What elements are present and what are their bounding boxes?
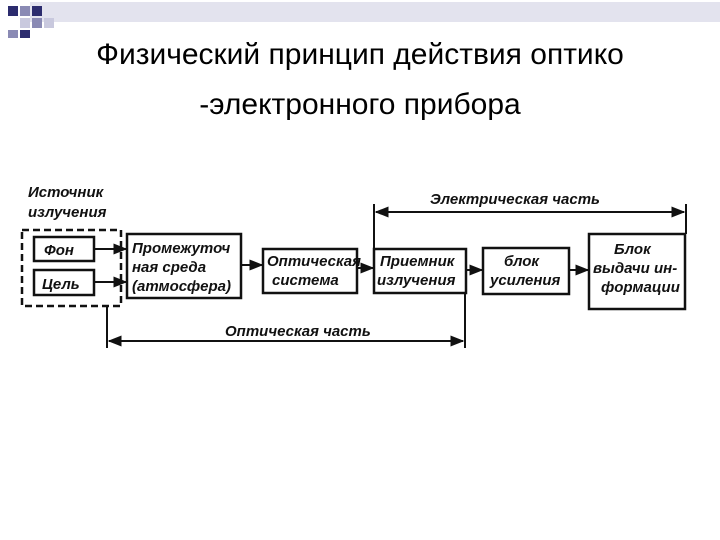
title-line-2: -электронного прибора bbox=[199, 88, 521, 121]
target-label: Цель bbox=[42, 276, 80, 293]
deco-square bbox=[8, 30, 18, 38]
output-label: Блок выдачи ин- формации bbox=[593, 241, 681, 296]
optical-system-line-2: система bbox=[272, 272, 339, 289]
deco-square bbox=[20, 30, 30, 38]
deco-square bbox=[8, 6, 18, 16]
title-line-1: Физический принцип действия оптико bbox=[96, 38, 624, 71]
medium-label-line-3: (атмосфера) bbox=[132, 278, 231, 295]
slide-title: Физический принцип действия оптико -элек… bbox=[10, 30, 710, 130]
electrical-part-label: Электрическая часть bbox=[430, 191, 600, 208]
optical-system-box bbox=[261, 247, 359, 295]
amplifier-line-1: блок bbox=[504, 253, 540, 270]
deco-square bbox=[20, 18, 30, 28]
receiver-line-1: Приемник bbox=[380, 253, 456, 270]
amplifier-line-2: усиления bbox=[489, 272, 561, 289]
receiver-label: Приемник излучения bbox=[377, 253, 459, 289]
source-label: Источник излучения bbox=[28, 184, 107, 221]
deco-square bbox=[32, 18, 42, 28]
deco-square bbox=[44, 18, 54, 28]
deco-bar bbox=[30, 2, 720, 22]
medium-box bbox=[125, 232, 243, 300]
source-label-line-1: Источник bbox=[28, 184, 105, 201]
optical-part-label: Оптическая часть bbox=[225, 323, 371, 340]
background-label: Фон bbox=[44, 242, 74, 259]
receiver-line-2: излучения bbox=[377, 272, 456, 289]
header-decoration bbox=[8, 2, 720, 38]
medium-label: Промежуточ ная среда (атмосфера) bbox=[132, 240, 234, 295]
source-dashed-box bbox=[20, 228, 123, 308]
deco-square bbox=[32, 6, 42, 16]
background-box bbox=[32, 235, 96, 263]
source-label-line-2: излучения bbox=[28, 204, 107, 221]
amplifier-label: блок усиления bbox=[489, 253, 561, 289]
output-line-2: выдачи ин- bbox=[593, 260, 677, 277]
output-box bbox=[587, 232, 687, 311]
deco-square bbox=[20, 6, 30, 16]
optical-system-label: Оптическая система bbox=[267, 253, 365, 289]
output-line-1: Блок bbox=[614, 241, 652, 258]
block-diagram: Источник излучения Фон Цель Промежуточ н… bbox=[20, 184, 687, 348]
medium-label-line-1: Промежуточ bbox=[132, 240, 230, 257]
medium-label-line-2: ная среда bbox=[132, 259, 206, 276]
optical-system-line-1: Оптическая bbox=[267, 253, 361, 270]
output-line-3: формации bbox=[601, 279, 680, 296]
